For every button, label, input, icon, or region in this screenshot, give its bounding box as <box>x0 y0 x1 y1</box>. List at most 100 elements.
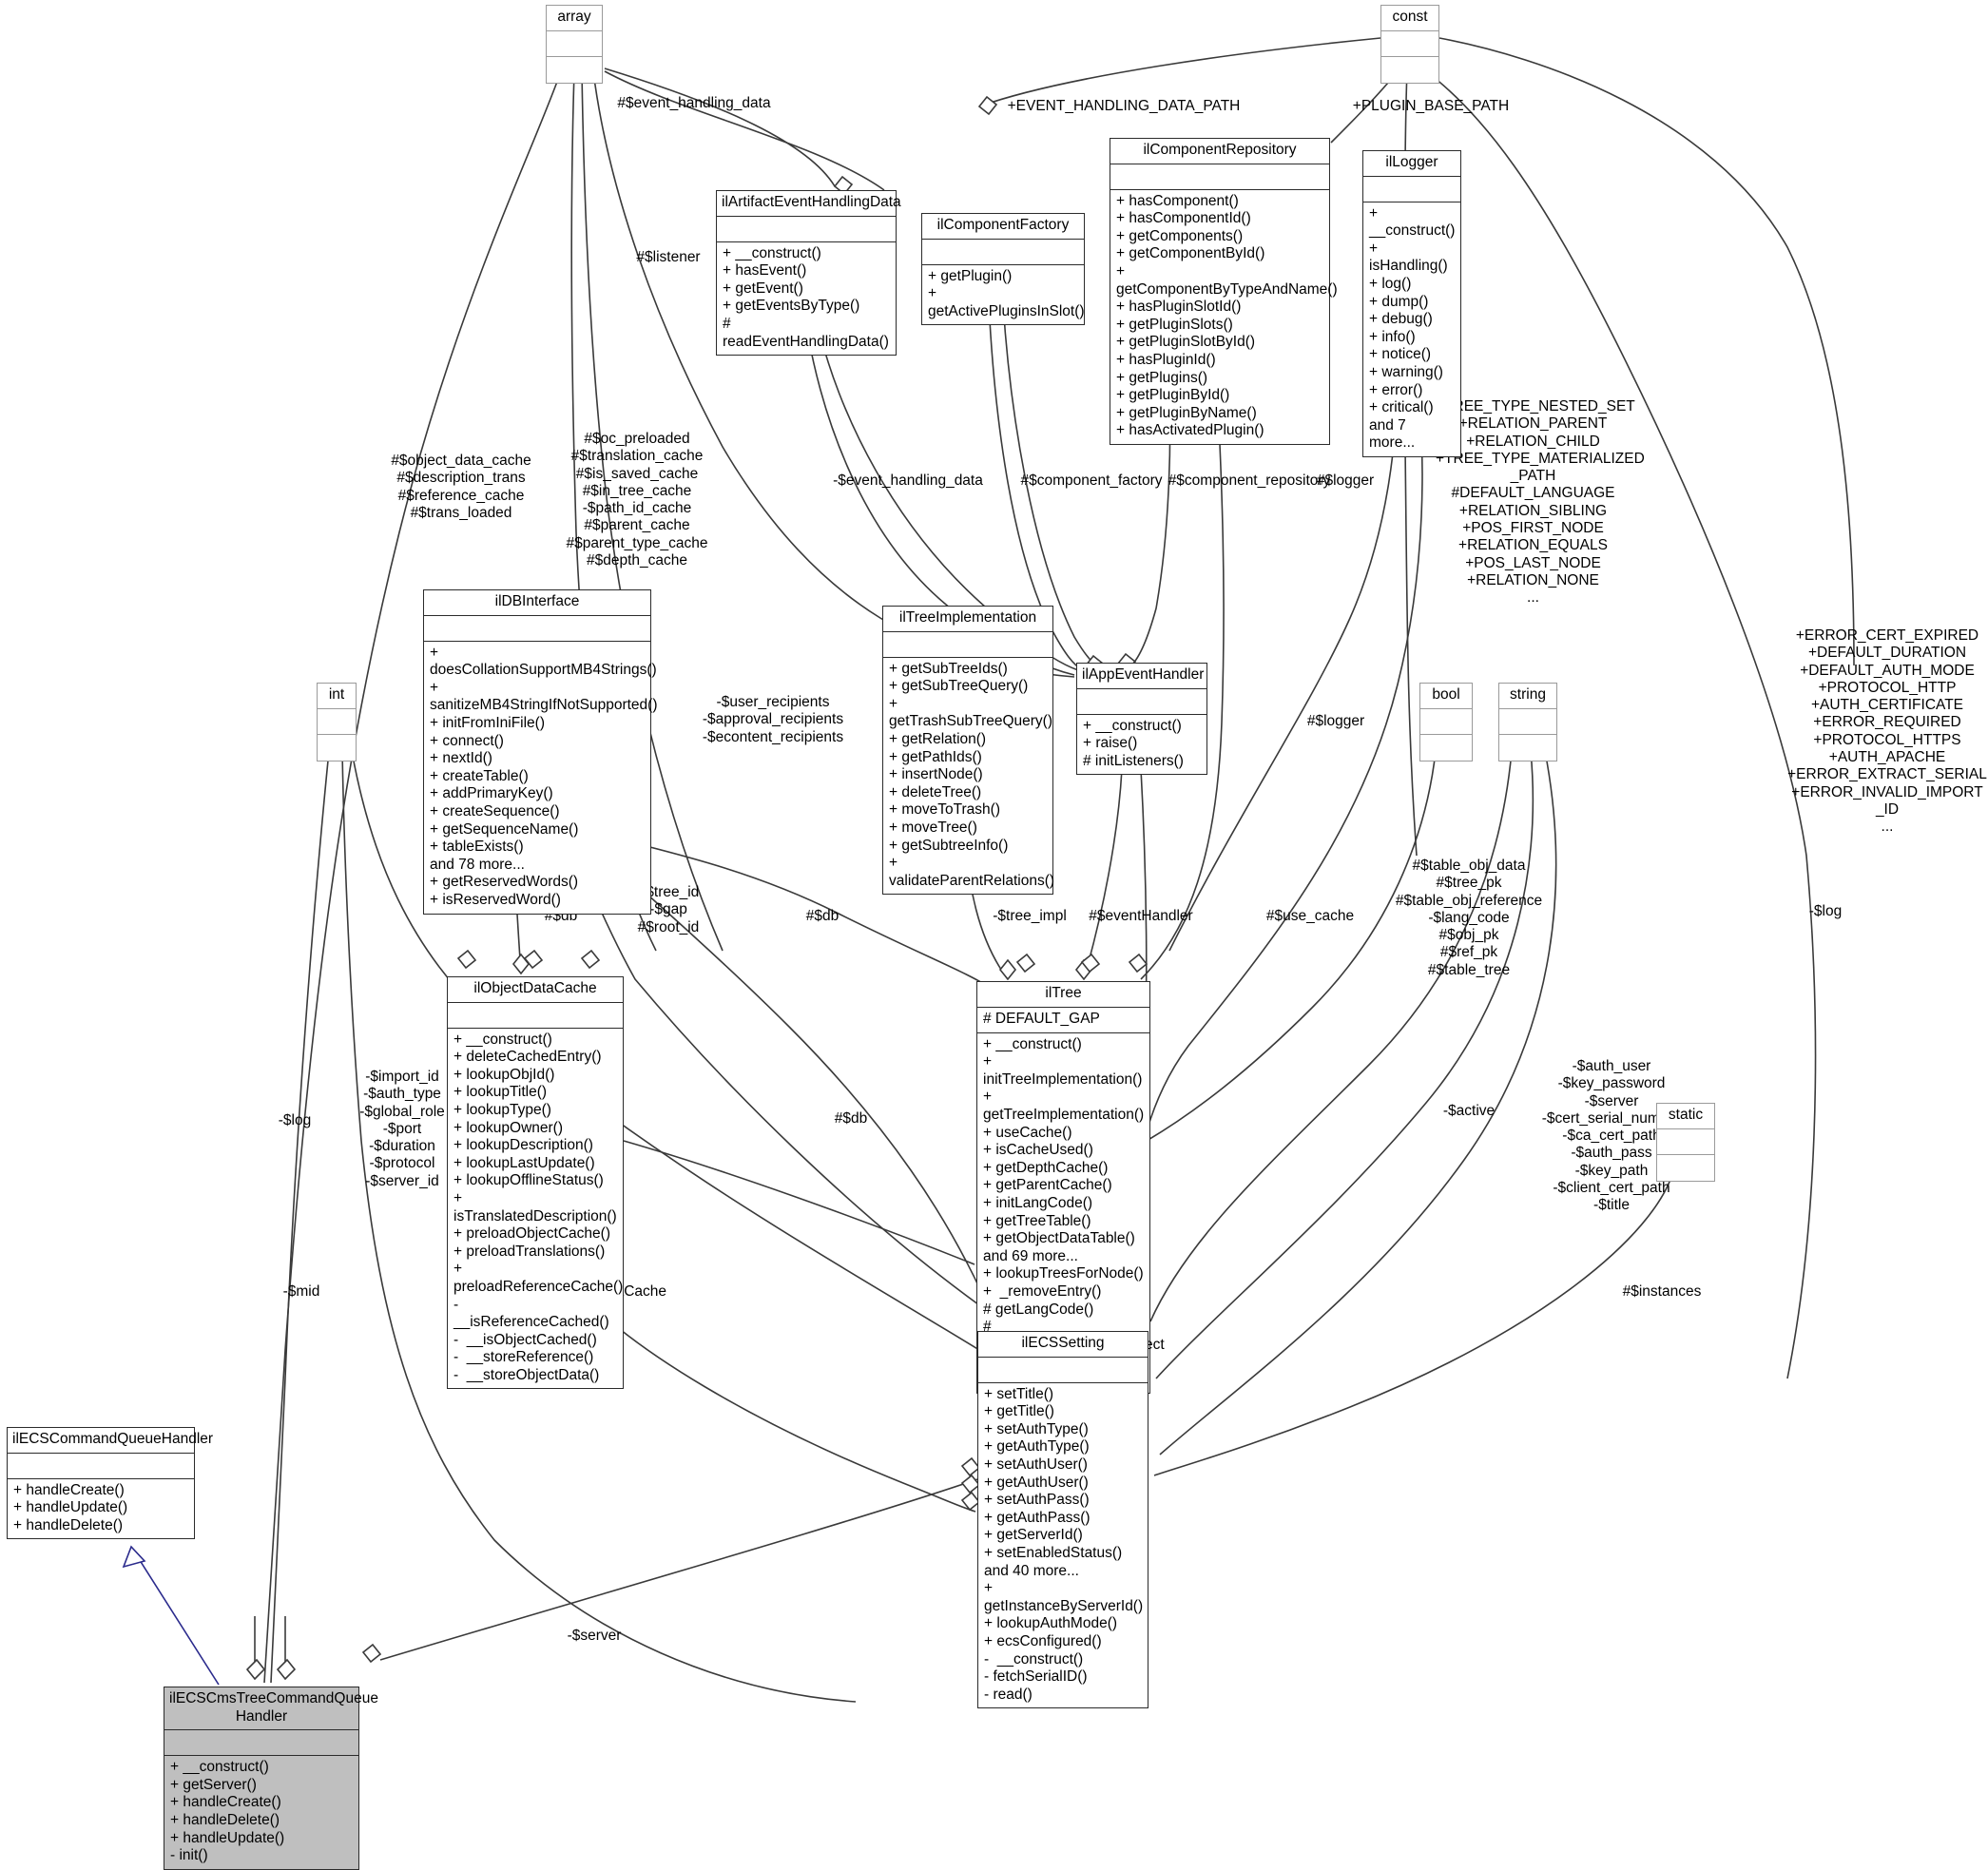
class-member: + getPluginById() <box>1116 387 1230 404</box>
class-member: + getPluginSlotById() <box>1116 334 1256 351</box>
class-operations: + __construct()+ isHandling()+ log()+ du… <box>1363 202 1460 456</box>
class-box-illogger[interactable]: ilLogger + __construct()+ isHandling()+ … <box>1362 150 1461 457</box>
class-member: + getEvent() <box>723 280 803 297</box>
class-member: + getEventsByType() <box>723 298 860 315</box>
class-box-ilappeventhandler[interactable]: ilAppEventHandler + __construct()+ raise… <box>1076 663 1207 776</box>
class-attributes <box>1420 709 1472 735</box>
class-member: + validateParentRelations() <box>889 855 1055 889</box>
class-member: + addPrimaryKey() <box>430 785 553 802</box>
class-member: + getSubTreeQuery() <box>889 678 1029 695</box>
class-attributes <box>1363 177 1460 202</box>
class-attributes <box>1110 164 1329 190</box>
class-box-ilecscmstreecommandqueuehandler[interactable]: ilECSCmsTreeCommandQueue Handler + __con… <box>164 1687 378 1870</box>
class-member: + dump() <box>1369 293 1429 310</box>
class-box-bool[interactable]: bool <box>1419 683 1473 761</box>
edge-label-log-left: -$log <box>278 1112 312 1128</box>
class-member: and 7 more... <box>1369 416 1416 452</box>
class-operations <box>1499 735 1556 761</box>
class-member: + getObjectDataTable() <box>983 1230 1135 1247</box>
class-operations: + __construct()+ deleteCachedEntry()+ lo… <box>448 1029 623 1389</box>
class-box-const[interactable]: const <box>1380 5 1439 84</box>
class-box-ilartifacteventhandlingdata[interactable]: ilArtifactEventHandlingData + __construc… <box>716 190 901 357</box>
class-member: + getComponentById() <box>1116 245 1265 262</box>
class-member: + isCacheUsed() <box>983 1142 1093 1159</box>
class-member: + lookupTitle() <box>454 1084 548 1101</box>
class-box-int[interactable]: int <box>317 683 357 761</box>
class-member: + insertNode() <box>889 766 983 783</box>
class-member: + getTreeImplementation() <box>983 1089 1145 1123</box>
class-box-ilcomponentrepository[interactable]: ilComponentRepository + hasComponent()+ … <box>1110 138 1338 445</box>
edge-label-logger-top: #$logger <box>1316 472 1375 489</box>
edge-label-plugin-base-path: +PLUGIN_BASE_PATH <box>1352 98 1510 114</box>
class-title: ilLogger <box>1363 151 1460 177</box>
class-member: + preloadObjectCache() <box>454 1225 610 1243</box>
class-member: + handleDelete() <box>170 1811 280 1828</box>
edge-label-table-obj-data-group: #$table_obj_data #$tree_pk #$table_obj_r… <box>1395 858 1543 978</box>
class-box-ilcomponentfactory[interactable]: ilComponentFactory + getPlugin()+ getAct… <box>921 213 1085 326</box>
class-member: + getPlugin() <box>928 267 1013 284</box>
class-member: + initFromIniFile() <box>430 714 546 731</box>
class-operations: + getSubTreeIds()+ getSubTreeQuery()+ ge… <box>883 658 1055 895</box>
class-member: + nextId() <box>430 750 492 767</box>
class-member: + hasComponentId() <box>1116 210 1251 227</box>
class-member: + deleteTree() <box>889 783 982 800</box>
class-member: # initListeners() <box>1083 752 1184 769</box>
class-member: + _removeEntry() <box>983 1282 1102 1300</box>
class-member: + getPlugins() <box>1116 369 1208 386</box>
class-title: ilECSCommandQueueHandler <box>8 1428 213 1454</box>
edge-label-event-handling-data-path: +EVENT_HANDLING_DATA_PATH <box>1007 98 1241 114</box>
class-member: + lookupObjId() <box>454 1066 555 1083</box>
class-box-array[interactable]: array <box>546 5 603 84</box>
class-title: ilTree <box>977 982 1149 1008</box>
class-member: + hasPluginId() <box>1116 351 1216 368</box>
class-operations: + doesCollationSupportMB4Strings()+ sani… <box>424 642 658 914</box>
edge-label-logger-right: #$logger <box>1306 713 1365 729</box>
class-member: + __construct() <box>983 1035 1082 1052</box>
class-box-iltreeimplementation[interactable]: ilTreeImplementation + getSubTreeIds()+ … <box>882 606 1055 896</box>
edge-label-server: -$server <box>567 1628 622 1644</box>
class-member: + debug() <box>1369 311 1433 328</box>
class-member: + getInstanceByServerId() <box>984 1580 1144 1614</box>
class-member: + lookupAuthMode() <box>984 1615 1118 1632</box>
class-title: static <box>1657 1104 1714 1129</box>
class-member: + lookupDescription() <box>454 1137 593 1154</box>
class-box-ilecssetting[interactable]: ilECSSetting + setTitle()+ getTitle()+ s… <box>977 1331 1148 1709</box>
class-attributes <box>717 217 896 242</box>
edge-label-oc-preloaded-group: #$oc_preloaded #$translation_cache #$is_… <box>566 431 708 569</box>
class-member: + __construct() <box>1083 717 1182 734</box>
class-title: bool <box>1420 684 1472 709</box>
class-box-ildbinterface[interactable]: ilDBInterface + doesCollationSupportMB4S… <box>423 589 658 915</box>
class-title: ilAppEventHandler <box>1077 664 1206 689</box>
class-box-string[interactable]: string <box>1498 683 1557 761</box>
class-member: + getDepthCache() <box>983 1159 1109 1176</box>
class-member: + info() <box>1369 328 1416 345</box>
edge-label-event-handling-data-top: #$event_handling_data <box>617 95 771 111</box>
class-member: + initLangCode() <box>983 1194 1093 1211</box>
class-box-ilobjectdatacache[interactable]: ilObjectDataCache + __construct()+ delet… <box>447 976 624 1390</box>
class-box-static[interactable]: static <box>1656 1103 1715 1182</box>
class-member: + __construct() <box>170 1759 269 1776</box>
edge-label-object-data-cache-group: #$object_data_cache #$description_trans … <box>391 453 531 521</box>
edge-label-use-cache: #$use_cache <box>1265 908 1355 924</box>
class-member: + error() <box>1369 381 1423 398</box>
class-member: + getPluginByName() <box>1116 404 1257 421</box>
class-member: and 40 more... <box>984 1562 1079 1579</box>
class-member: + getPluginSlots() <box>1116 316 1233 333</box>
class-member: + hasActivatedPlugin() <box>1116 422 1264 439</box>
class-member: + __construct() <box>1369 204 1456 240</box>
class-attributes <box>1657 1129 1714 1155</box>
class-member: + lookupType() <box>454 1101 551 1118</box>
class-box-ilecscommandqueuehandler[interactable]: ilECSCommandQueueHandler + handleCreate(… <box>7 1427 213 1540</box>
class-operations <box>547 57 602 83</box>
class-member: + warning() <box>1369 363 1443 380</box>
class-title: string <box>1499 684 1556 709</box>
class-member: - fetchSerialID() <box>984 1668 1088 1686</box>
class-member: + tableExists() <box>430 839 524 856</box>
class-member: + isReservedWord() <box>430 891 561 908</box>
class-member: + handleDelete() <box>13 1516 124 1533</box>
class-member: + handleUpdate() <box>13 1499 128 1516</box>
class-member: - __construct() <box>984 1650 1084 1668</box>
class-title: ilDBInterface <box>424 590 650 616</box>
class-member: + setTitle() <box>984 1385 1054 1402</box>
class-member: + getTitle() <box>984 1403 1054 1420</box>
